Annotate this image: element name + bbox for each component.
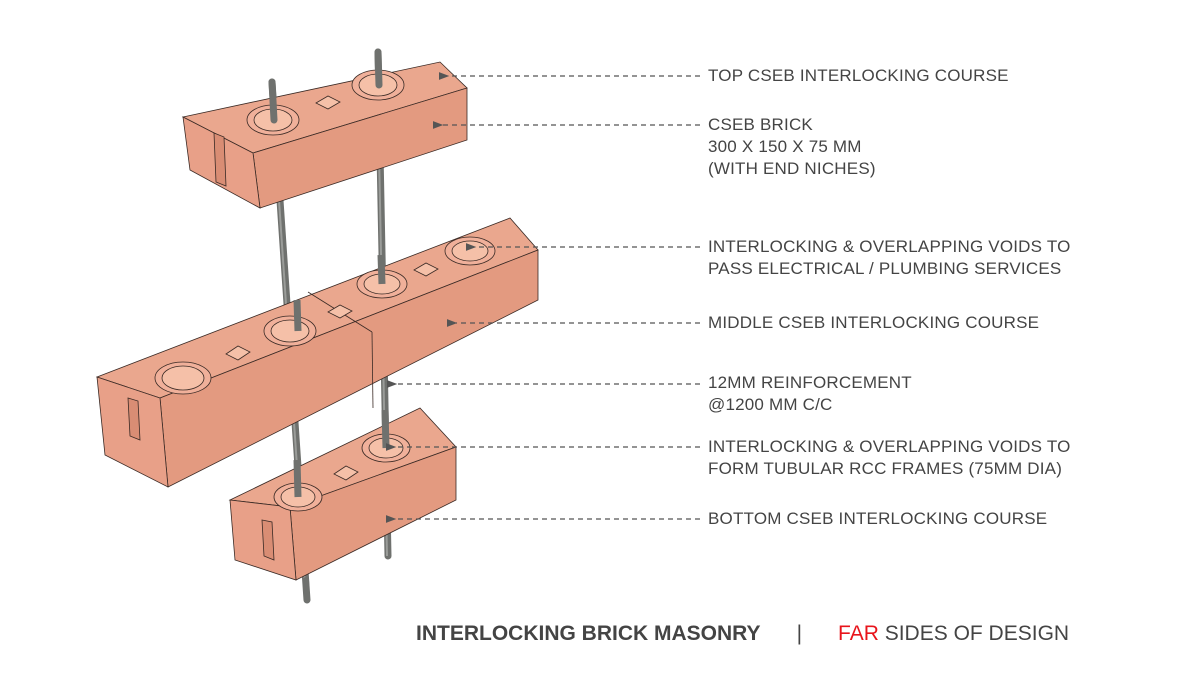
middle-brick [95,217,539,488]
rod-right-top [374,48,383,89]
label-line: @1200 MM C/C [708,395,833,414]
label-line: CSEB BRICK [708,115,813,134]
rod-left-mid [293,299,302,332]
label-line: MIDDLE CSEB INTERLOCKING COURSE [708,313,1040,332]
label-line: INTERLOCKING & OVERLAPPING VOIDS TO [708,237,1071,256]
leader-lines [385,72,700,523]
label-top-course: TOP CSEB INTERLOCKING COURSE [708,65,1009,87]
label-line: TOP CSEB INTERLOCKING COURSE [708,66,1009,85]
footer-separator: | [796,622,803,645]
rod-left-top [268,78,278,124]
brand-highlight: FAR [838,622,879,645]
footer-title: INTERLOCKING BRICK MASONRY [416,622,761,645]
rod-right-bot [381,409,390,449]
label-line: FORM TUBULAR RCC FRAMES (75MM DIA) [708,459,1063,478]
brand-rest: SIDES OF DESIGN [878,622,1070,645]
label-rcc-voids: INTERLOCKING & OVERLAPPING VOIDS TO FORM… [708,436,1071,480]
label-line: PASS ELECTRICAL / PLUMBING SERVICES [708,259,1062,278]
label-reinforcement: 12MM REINFORCEMENT @1200 MM C/C [708,372,912,416]
label-line: 12MM REINFORCEMENT [708,373,912,392]
label-line: 300 X 150 X 75 MM [708,137,862,156]
rod-left-bot [293,459,302,498]
label-line: BOTTOM CSEB INTERLOCKING COURSE [708,509,1048,528]
label-service-voids: INTERLOCKING & OVERLAPPING VOIDS TO PASS… [708,236,1071,280]
rod-right-mid [377,254,386,285]
label-middle-course: MIDDLE CSEB INTERLOCKING COURSE [708,312,1039,334]
label-line: (WITH END NICHES) [708,159,876,178]
footer-caption: INTERLOCKING BRICK MASONRY | FAR SIDES OF … [416,622,1069,646]
rod-left-end [303,577,310,603]
label-bottom-course: BOTTOM CSEB INTERLOCKING COURSE [708,508,1047,530]
top-brick [181,61,468,209]
label-line: INTERLOCKING & OVERLAPPING VOIDS TO [708,437,1071,456]
label-cseb-brick: CSEB BRICK 300 X 150 X 75 MM (WITH END N… [708,114,876,180]
